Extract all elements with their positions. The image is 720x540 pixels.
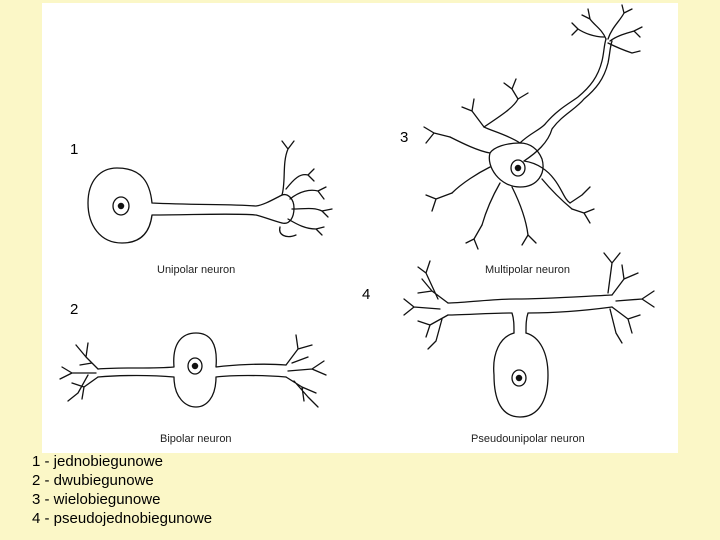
caption-bipolar: Bipolar neuron: [160, 433, 232, 445]
legend: 1 - jednobiegunowe 2 - dwubiegunowe 3 - …: [32, 452, 212, 528]
legend-item: 4 - pseudojednobiegunowe: [32, 510, 213, 527]
neuron-number-1: 1: [70, 141, 79, 158]
neuron-number-3: 3: [400, 129, 409, 146]
legend-item: 3 - wielobiegunowe: [32, 491, 161, 508]
neuron-figure: 1 2 3 4 Unipolar neuron Bipolar neuron M…: [42, 3, 678, 453]
multipolar-neuron-drawing: [423, 4, 643, 250]
caption-pseudounipolar: Pseudounipolar neuron: [471, 433, 585, 445]
legend-item: 2 - dwubiegunowe: [32, 472, 154, 489]
neuron-number-4: 4: [362, 286, 371, 303]
unipolar-neuron-drawing: [87, 140, 333, 244]
neuron-drawings: [59, 4, 655, 418]
bipolar-neuron-drawing: [59, 332, 327, 408]
legend-item: 1 - jednobiegunowe: [32, 453, 163, 470]
caption-unipolar: Unipolar neuron: [157, 264, 236, 276]
pseudounipolar-neuron-drawing: [403, 252, 655, 418]
caption-multipolar: Multipolar neuron: [485, 264, 570, 276]
neuron-number-2: 2: [70, 301, 79, 318]
